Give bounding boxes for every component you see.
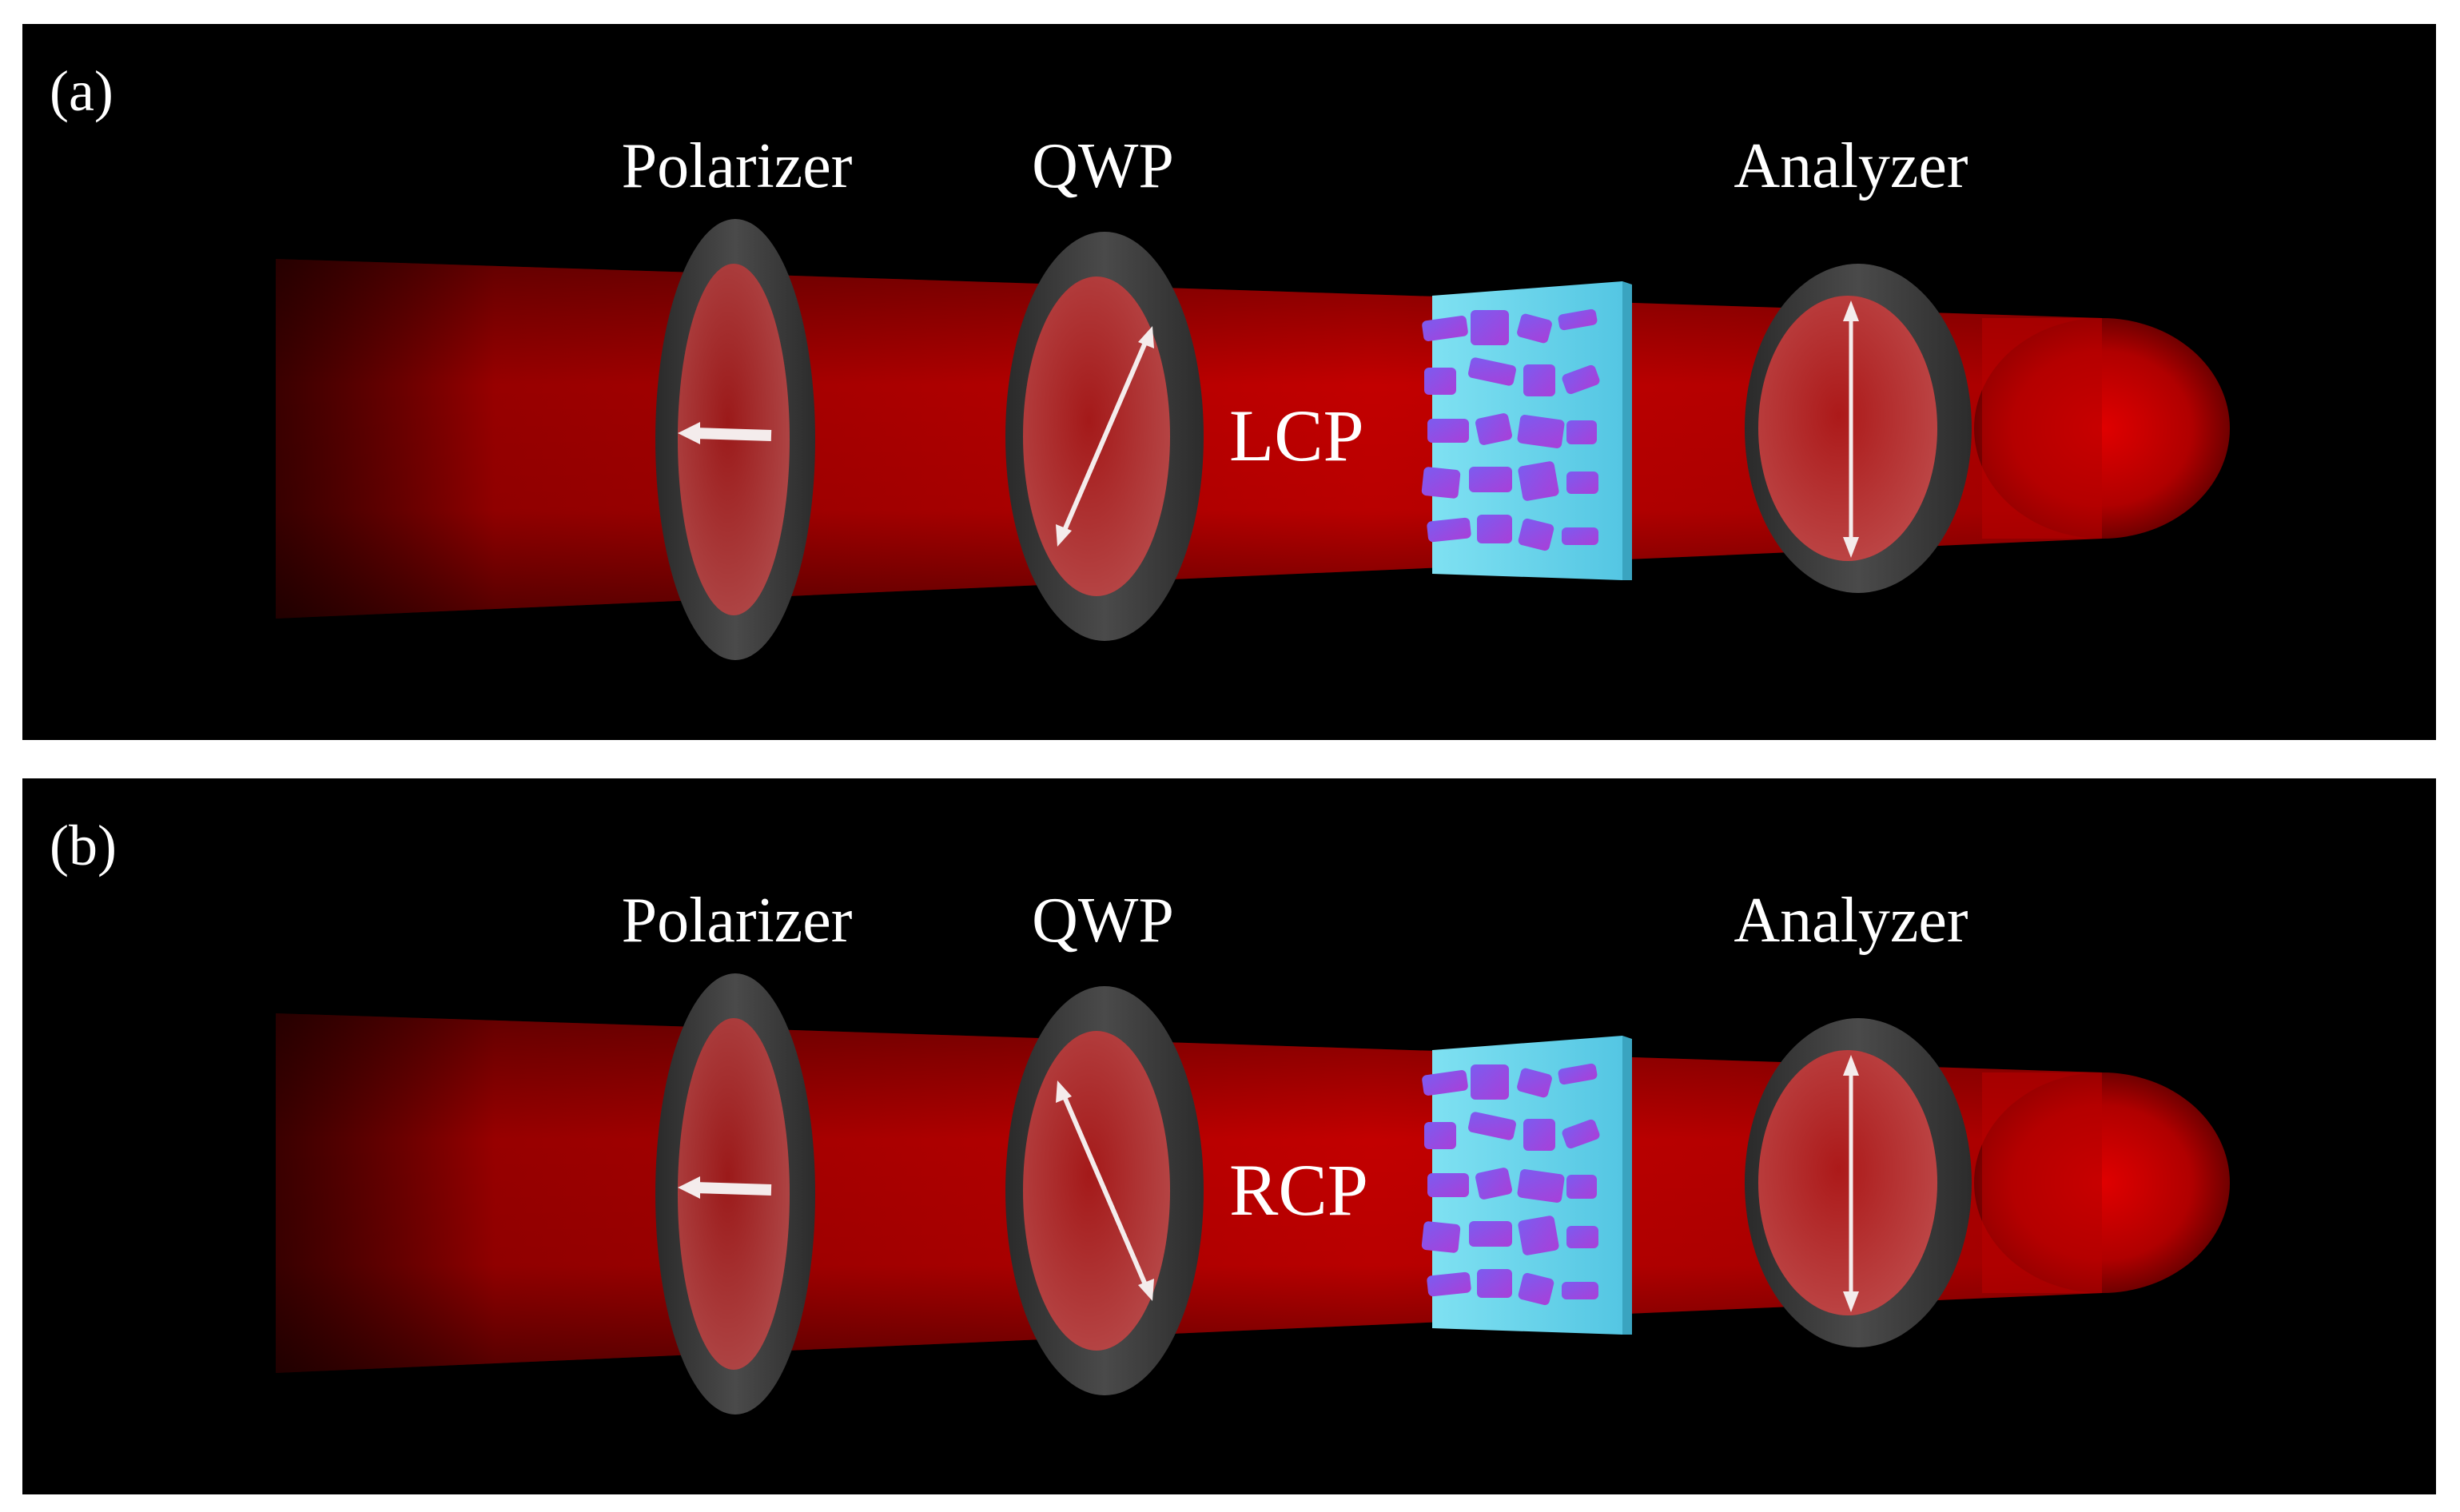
panel-tag: (a) bbox=[50, 59, 113, 123]
meta-atoms bbox=[1421, 1063, 1600, 1306]
analyzer bbox=[1745, 264, 1972, 593]
metasurface bbox=[1421, 1036, 1632, 1335]
polarization-state-label: LCP bbox=[1229, 395, 1364, 476]
polarizer bbox=[655, 219, 815, 660]
qwp-fast-axis-arrow bbox=[1056, 326, 1154, 547]
quarter-wave-plate bbox=[1005, 986, 1204, 1395]
panel-a: (a) Polarizer QWP Analyzer LCP bbox=[22, 24, 2436, 740]
qwp-label: QWP bbox=[1032, 131, 1174, 201]
polarizer bbox=[655, 973, 815, 1415]
quarter-wave-plate bbox=[1005, 232, 1204, 641]
analyzer-axis-arrow bbox=[1843, 300, 1859, 558]
meta-atoms bbox=[1421, 308, 1600, 551]
polarizer-label: Polarizer bbox=[622, 885, 853, 956]
metasurface bbox=[1421, 281, 1632, 580]
qwp-fast-axis-arrow bbox=[1056, 1080, 1154, 1301]
qwp-label: QWP bbox=[1032, 885, 1174, 956]
panel-tag: (b) bbox=[50, 814, 117, 877]
polarizer-axis-arrow bbox=[678, 1176, 772, 1199]
analyzer-axis-arrow bbox=[1843, 1055, 1859, 1312]
analyzer-label: Analyzer bbox=[1734, 131, 1968, 201]
analyzer-label: Analyzer bbox=[1734, 885, 1968, 956]
polarization-state-label: RCP bbox=[1229, 1149, 1368, 1231]
analyzer bbox=[1745, 1018, 1972, 1347]
polarizer-axis-arrow bbox=[678, 422, 772, 444]
polarizer-label: Polarizer bbox=[622, 131, 853, 201]
panel-b: (b) Polarizer QWP Analyzer RCP bbox=[22, 778, 2436, 1494]
